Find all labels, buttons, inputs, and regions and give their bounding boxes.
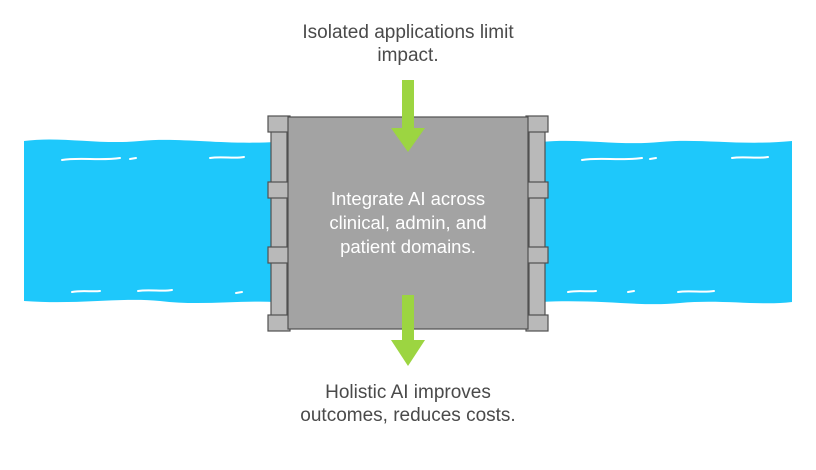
gate-label: Integrate AI across clinical, admin, and… xyxy=(329,188,487,257)
right-water-ripples xyxy=(567,156,769,293)
input-arrow xyxy=(391,80,425,152)
outcome-label: Holistic AI improves outcomes, reduces c… xyxy=(300,382,516,426)
gate-panel xyxy=(287,116,529,330)
left-water-channel xyxy=(24,139,276,304)
output-arrow xyxy=(391,295,425,366)
gate-frame xyxy=(267,115,549,332)
problem-label: Isolated applications limit impact. xyxy=(302,22,514,66)
left-water-ripples xyxy=(61,156,245,294)
right-water-channel xyxy=(541,140,792,305)
